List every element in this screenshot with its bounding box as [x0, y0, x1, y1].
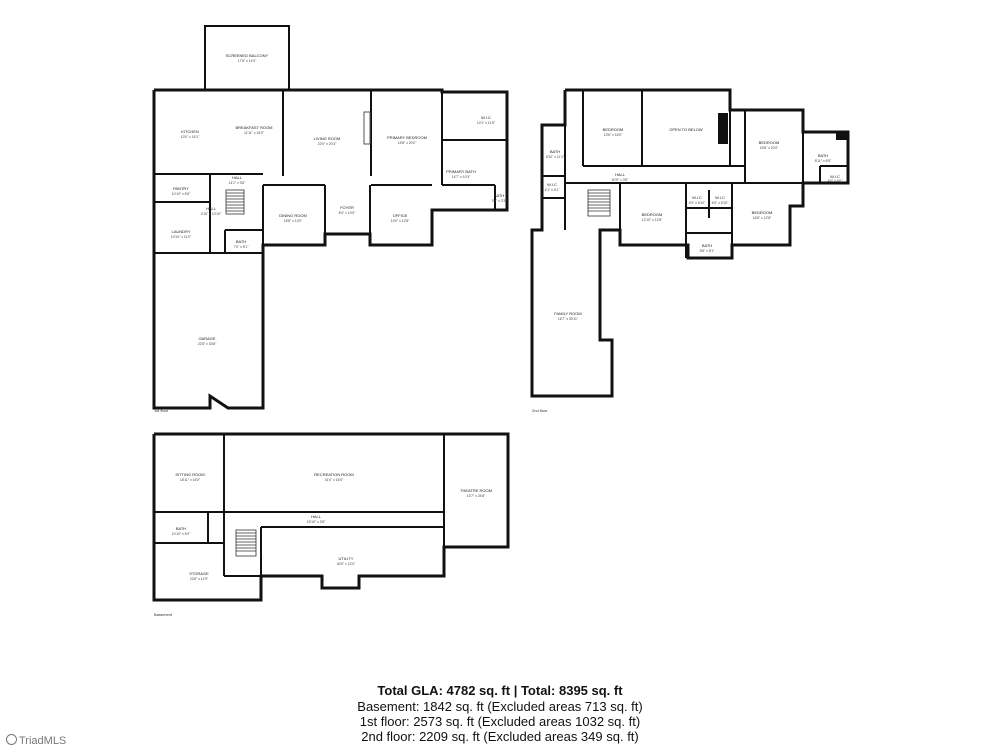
- stairs: [225, 189, 245, 215]
- total-gla-line: Total GLA: 4782 sq. ft | Total: 8395 sq.…: [377, 683, 623, 698]
- room-dims: 13'6" x 16'0": [604, 133, 623, 137]
- room-dims: 8'10" x 11'1": [546, 155, 565, 159]
- room-label: OFFICE: [393, 213, 408, 218]
- room-label: SCREENED BALCONY: [226, 53, 269, 58]
- room-dims: 16'6" x 12'8": [753, 216, 772, 220]
- stairs: [587, 189, 611, 217]
- room-label: FOYER: [340, 205, 354, 210]
- room-label: BATH: [236, 239, 246, 244]
- room-dims: 10'10" x 5'6": [172, 192, 191, 196]
- room-label: FAMILY ROOM: [554, 311, 581, 316]
- chimney: [836, 132, 848, 140]
- room-label: HALL: [311, 514, 322, 519]
- room-label: BATH: [176, 526, 186, 531]
- room-dims: 4'0" x 6'0": [828, 179, 844, 183]
- room-label: BATH: [702, 243, 712, 248]
- room-dims: 4'1" x 5'1": [545, 188, 561, 192]
- room-dims: 13'0" x 12'8": [391, 219, 410, 223]
- room-label: BEDROOM: [752, 210, 773, 215]
- room-dims: 22'0" x 20'3": [318, 142, 337, 146]
- floor-label: Basement: [154, 612, 173, 617]
- room-label: RECREATION ROOM: [314, 472, 353, 477]
- room-dims: 7'0" x 5'1": [234, 245, 250, 249]
- room-label: BEDROOM: [603, 127, 624, 132]
- basement-area-line: Basement: 1842 sq. ft (Excluded areas 71…: [357, 699, 643, 714]
- room-dims: 4'0" x 6'10": [712, 201, 730, 205]
- balcony-outline: [204, 25, 290, 91]
- basement-outer-wall: [152, 432, 510, 602]
- room-label: BREAKFAST ROOM: [235, 125, 272, 130]
- room-dims: 10'1" x 11'6": [477, 121, 496, 125]
- room-dims: 3'5" x 3'3": [492, 199, 508, 203]
- room-label: KITCHEN: [181, 129, 199, 134]
- room-label: THEATRE ROOM: [460, 488, 492, 493]
- room-label: W.I.C: [481, 115, 491, 120]
- room-label: UTILITY: [339, 556, 354, 561]
- room-label: LIVING ROOM: [314, 136, 341, 141]
- room-label: PANTRY: [173, 186, 189, 191]
- room-label: W.I.C: [830, 174, 840, 179]
- room-label: PRIMARY BATH: [446, 169, 476, 174]
- watermark-text: TriadMLS: [19, 735, 67, 747]
- room-label: PRIMARY BEDROOM: [387, 135, 427, 140]
- room-label: BEDROOM: [759, 140, 780, 145]
- room-dims: 15'10" x 3'8": [307, 520, 326, 524]
- room-dims: 8'4" x 10'0": [339, 211, 357, 215]
- room-dims: 13'7" x 24'8": [467, 494, 486, 498]
- stairs: [235, 529, 257, 557]
- copyright-icon: [6, 734, 17, 745]
- room-label: GARAGE: [198, 336, 215, 341]
- room-dims: 8'8" x 8'1": [700, 249, 716, 253]
- room-label: HALL: [232, 175, 243, 180]
- room-label: STORAGE: [189, 571, 209, 576]
- room-label: SITTING ROOM: [175, 472, 204, 477]
- room-dims: 41'0" x 16'0": [325, 478, 344, 482]
- room-label: BATH: [818, 153, 828, 158]
- room-label: BATH: [494, 193, 504, 198]
- room-label: W.I.C: [547, 182, 557, 187]
- first-floor-plan: SCREENED BALCONY 17'8" x 14'0" KITCHEN 1…: [152, 25, 509, 413]
- room-label: LAUNDRY: [171, 229, 190, 234]
- room-dims: 8'11" x 6'5": [815, 159, 832, 163]
- room-dims: 4'0" x 6'10": [689, 201, 707, 205]
- second-floor-area-line: 2nd floor: 2209 sq. ft (Excluded areas 3…: [361, 729, 639, 744]
- room-label: W.I.C: [692, 195, 702, 200]
- room-dims: 18'11" x 16'0": [180, 478, 201, 482]
- room-dims: 14'1" x 3'6": [229, 181, 247, 185]
- room-dims: 40'0" x 12'0": [337, 562, 356, 566]
- room-label: W.I.C: [715, 195, 725, 200]
- room-dims: 10'10" x 11'0": [171, 235, 192, 239]
- room-dims: 10'10" x 5'0": [172, 532, 191, 536]
- room-dims: 15'8" x 13'0": [284, 219, 303, 223]
- room-dims: 16'7" x 30'11": [558, 317, 579, 321]
- room-label: HALL: [615, 172, 626, 177]
- first-floor-area-line: 1st floor: 2573 sq. ft (Excluded areas 1…: [359, 714, 641, 729]
- room-label: DINING ROOM: [279, 213, 307, 218]
- second-floor-plan: BATH 8'10" x 11'1" W.I.C 4'1" x 5'1" BED…: [530, 88, 850, 413]
- watermark: TriadMLS: [6, 734, 66, 747]
- room-dims: 40'9" x 3'8": [612, 178, 630, 182]
- fireplace: [363, 111, 371, 145]
- room-dims: 12'10" x 12'8": [642, 218, 663, 222]
- room-dims: 17'8" x 14'0": [238, 59, 257, 63]
- floor-label: 1st floor: [154, 408, 169, 413]
- floor-label: 2nd floor: [532, 408, 548, 413]
- room-label: BATH: [550, 149, 560, 154]
- basement-plan: SITTING ROOM 18'11" x 16'0" RECREATION R…: [152, 432, 510, 617]
- room-label: BEDROOM: [642, 212, 663, 217]
- room-dims: 14'7" x 10'3": [452, 175, 471, 179]
- room-dims: 13'0" x 16'1": [181, 135, 200, 139]
- room-dims: 22'8" x 11'9": [190, 577, 209, 581]
- room-dims: 4'10" x 10'10": [201, 212, 222, 216]
- room-dims: 15'8" x 20'0": [398, 141, 417, 145]
- room-label: HALL: [206, 206, 217, 211]
- second-floor-outer-wall: [530, 88, 850, 398]
- room-dims: 11'11" x 16'0": [244, 131, 265, 135]
- room-label: OPEN TO BELOW: [669, 127, 703, 132]
- room-dims: 22'8" x 33'8": [198, 342, 217, 346]
- fireplace: [718, 113, 728, 144]
- room-dims: 15'8" x 20'0": [760, 146, 779, 150]
